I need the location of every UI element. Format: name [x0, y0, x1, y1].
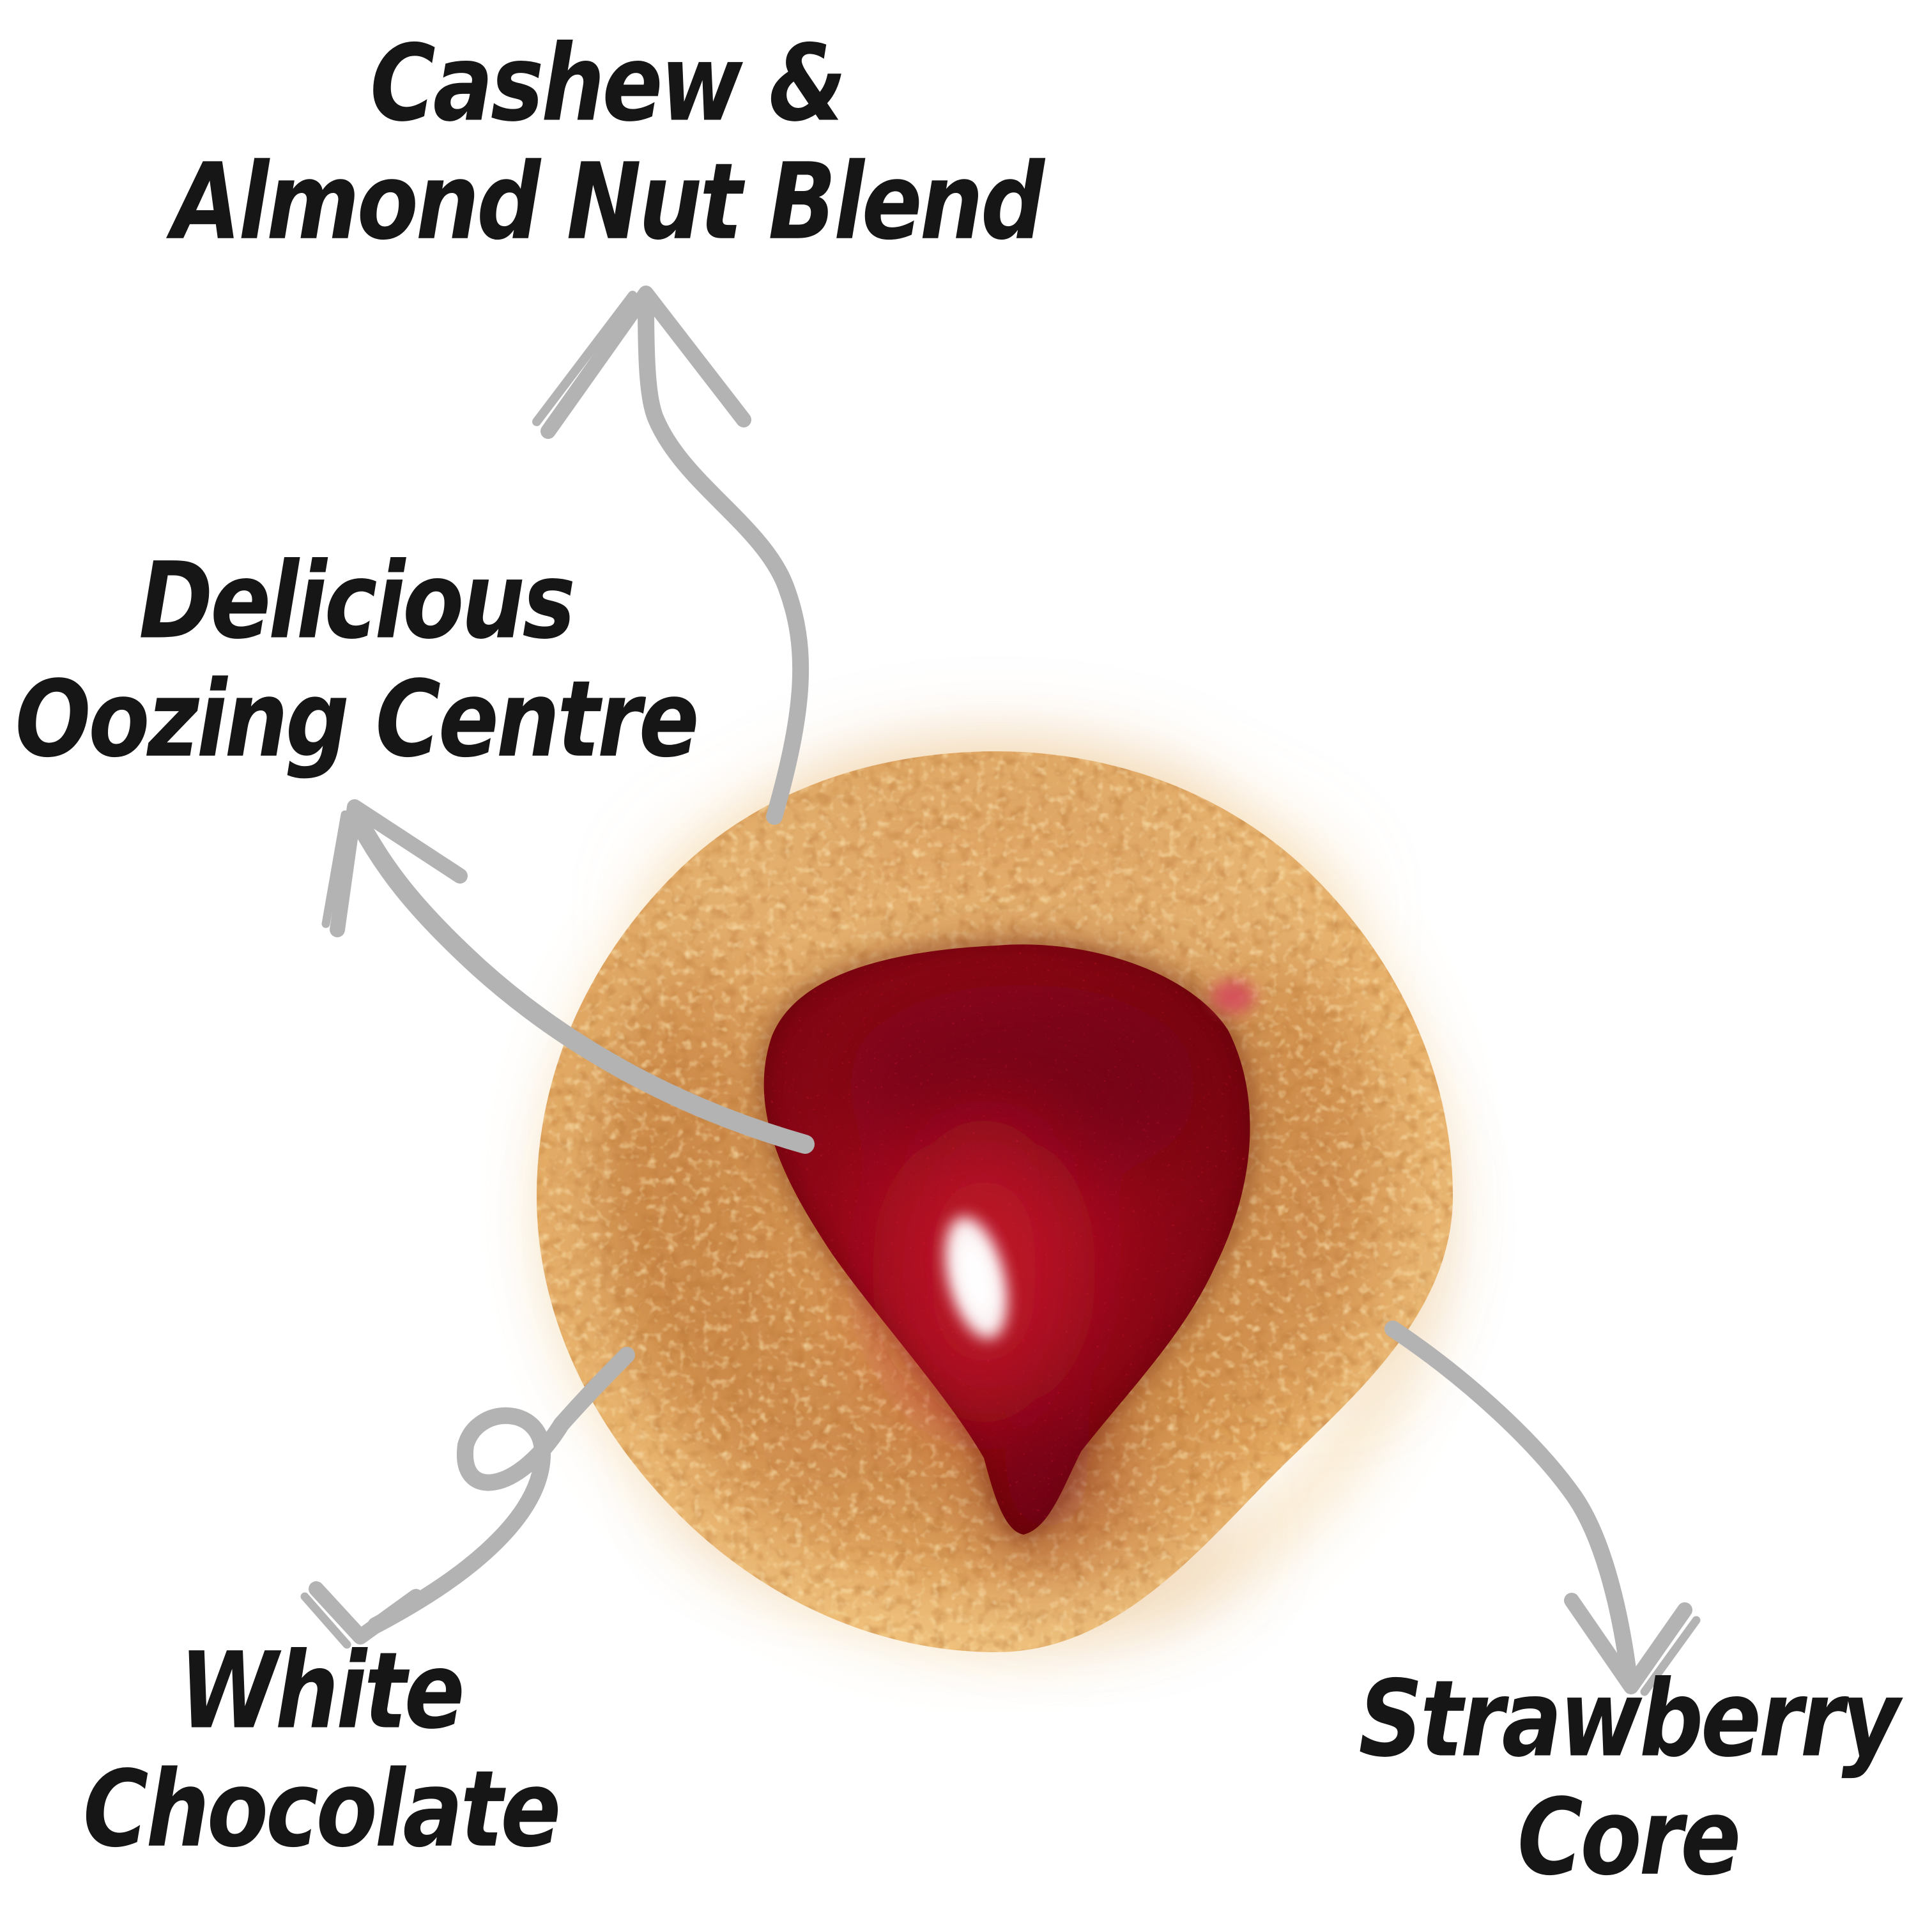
label-line: Almond Nut Blend — [172, 141, 1045, 264]
arrow-to-strawberry-core-icon — [1384, 1321, 1701, 1696]
label-line: Cashew & — [370, 22, 847, 146]
label-line: Chocolate — [82, 1748, 562, 1871]
arrow-to-white-chocolate-icon — [300, 1347, 635, 1649]
label-line: Strawberry — [1358, 1658, 1899, 1781]
label-line: Oozing Centre — [15, 658, 700, 781]
label-nut-blend: Cashew & Almond Nut Blend — [172, 22, 1045, 264]
label-oozing-centre: Delicious Oozing Centre — [15, 540, 700, 781]
arrow-to-oozing-centre-icon — [321, 799, 815, 1154]
arrow-to-nut-blend-icon — [532, 286, 809, 825]
label-line: White — [179, 1630, 465, 1753]
label-line: Delicious — [139, 540, 576, 663]
label-line: Core — [1517, 1776, 1741, 1899]
label-white-chocolate: White Chocolate — [82, 1630, 562, 1871]
jam-highlight — [945, 1216, 1008, 1339]
jam-centre — [764, 944, 1255, 1546]
label-strawberry-core: Strawberry Core — [1358, 1658, 1899, 1899]
